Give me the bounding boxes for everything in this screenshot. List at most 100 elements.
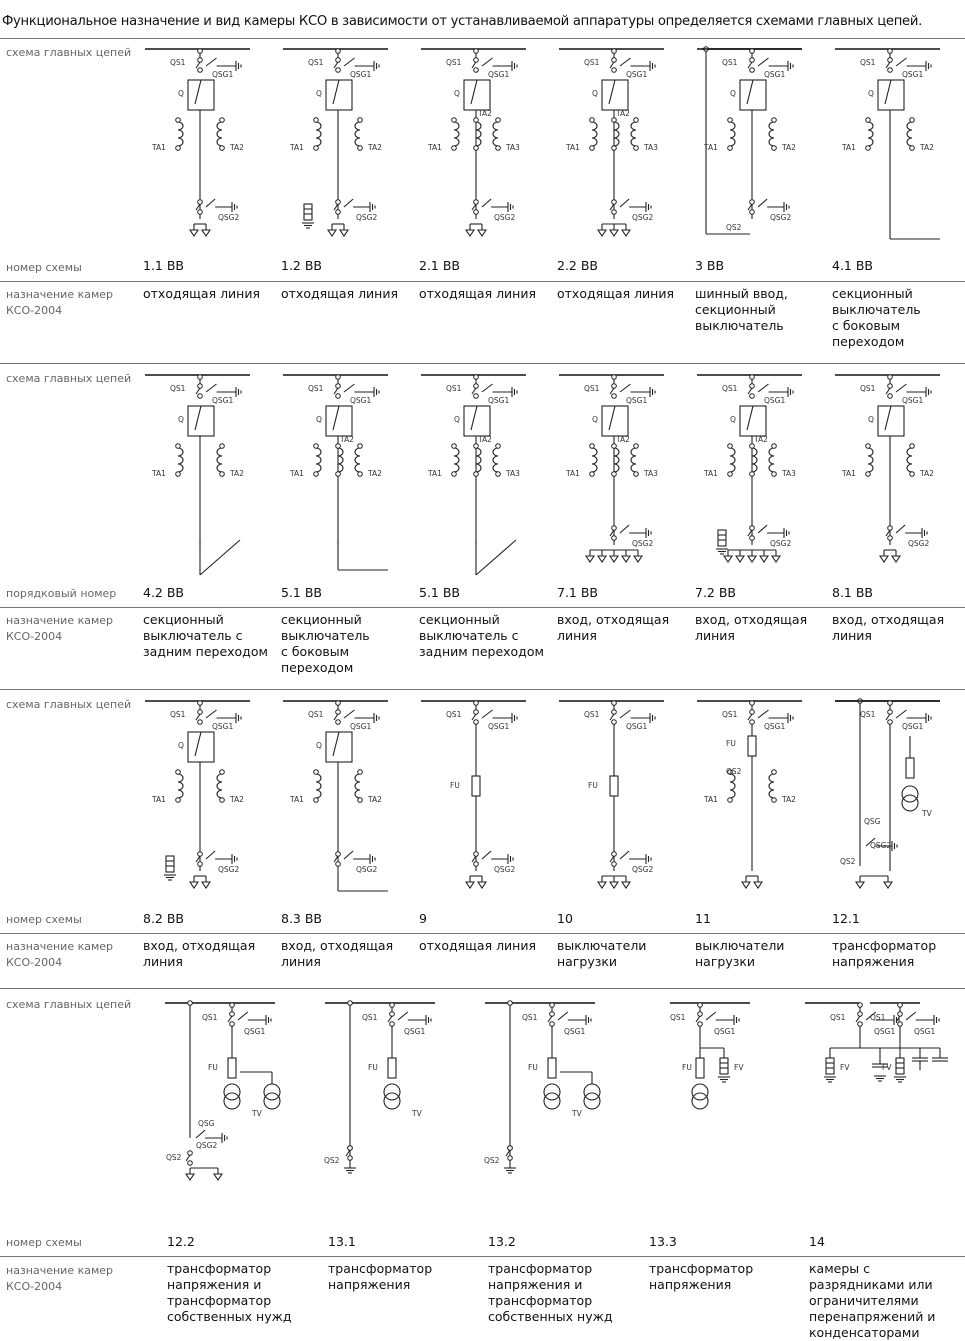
terminal (633, 145, 639, 151)
terminal (313, 145, 319, 151)
disconnector (885, 61, 891, 69)
terminal (229, 1021, 235, 1027)
label-qs2: QS2 (726, 767, 742, 776)
cable-icon (476, 881, 488, 889)
earthing-switch (205, 709, 217, 719)
terminal (219, 471, 225, 477)
circuit-breaker-contact (194, 405, 202, 431)
voltage-transformer-icon (691, 1092, 709, 1110)
terminal (611, 851, 617, 857)
terminal (589, 145, 595, 151)
label-qs1: QS1 (722, 384, 738, 393)
scheme-purpose: выключатели нагрузки (695, 938, 785, 969)
label-ta2: TA2 (781, 143, 796, 152)
cable-icon (608, 555, 620, 563)
disconnector (885, 387, 891, 395)
cable-icon (722, 555, 734, 563)
current-transformer-coil (475, 121, 482, 147)
terminal (771, 443, 777, 449)
terminal (727, 443, 733, 449)
label-ta2: TA2 (477, 435, 492, 444)
terminal (611, 719, 617, 725)
terminal (451, 117, 457, 123)
cable-icon (184, 1173, 196, 1181)
earthing-switch (343, 198, 354, 208)
disconnector (195, 387, 201, 395)
terminal (749, 709, 755, 715)
label-ta1: TA1 (565, 469, 580, 478)
earthing-switch (895, 709, 907, 719)
scheme-number: 1.2 ВВ (281, 258, 323, 273)
disconnector (333, 855, 339, 863)
label-qs2: QS2 (484, 1156, 500, 1165)
terminal (749, 719, 755, 725)
earthing-switch (757, 383, 769, 393)
circuit-breaker-box (601, 79, 629, 111)
earthing-switch (905, 1011, 917, 1021)
wire-transition (475, 539, 517, 576)
label-q: Q (454, 415, 460, 424)
terminal (611, 393, 617, 399)
cable-icon (188, 881, 200, 889)
earthing-switch (895, 524, 906, 534)
label-qsg1: QSG1 (244, 1027, 265, 1036)
scheme-number: 3 ВВ (695, 258, 725, 273)
arrester-icon (717, 529, 727, 547)
label-fu: FU (450, 781, 460, 790)
label-qsg1: QSG1 (902, 70, 923, 79)
disconnector (885, 713, 891, 721)
label-qsg1: QSG1 (626, 722, 647, 731)
terminal (335, 851, 341, 857)
scheme-purpose: трансформатор напряжения и трансформатор… (488, 1261, 613, 1324)
earthing-switch (481, 709, 493, 719)
terminal (865, 145, 871, 151)
circuit-breaker-box (187, 405, 215, 437)
earthing-switch (195, 1129, 206, 1139)
row-purpose-label: назначение камер КСО-2004 (6, 940, 114, 969)
terminal (549, 1021, 555, 1027)
terminal (611, 199, 617, 205)
terminal (197, 700, 203, 706)
label-tv: TV (251, 1109, 263, 1118)
terminal (495, 145, 501, 151)
label-q: Q (178, 89, 184, 98)
label-qs1: QS1 (870, 1013, 886, 1022)
scheme-number: 5.1 ВВ (281, 585, 323, 600)
label-fu: FU (588, 781, 598, 790)
label-qsg2: QSG2 (356, 213, 377, 222)
terminal (335, 700, 341, 706)
row-purpose-label: назначение камер КСО-2004 (6, 288, 114, 317)
terminal (749, 67, 755, 73)
earthing-switch (619, 383, 631, 393)
label-ta1: TA1 (289, 143, 304, 152)
scheme-number: 9 (419, 911, 427, 926)
terminal (611, 57, 617, 63)
circuit-breaker-box (325, 79, 353, 111)
label-ta2: TA2 (367, 795, 382, 804)
terminal (451, 471, 457, 477)
terminal (611, 471, 617, 477)
disconnector (747, 529, 753, 537)
terminal (175, 443, 181, 449)
terminal (749, 48, 755, 54)
terminal (727, 797, 733, 803)
terminal (335, 719, 341, 725)
disconnector (609, 61, 615, 69)
circuit-breaker-box (463, 405, 491, 437)
terminal (473, 209, 479, 215)
terminal (197, 851, 203, 857)
terminal (197, 199, 203, 205)
disconnector (471, 713, 477, 721)
scheme-purpose: трансформатор напряжения (328, 1261, 433, 1292)
terminal (697, 1011, 703, 1017)
label-qs1: QS1 (446, 58, 462, 67)
label-q: Q (868, 89, 874, 98)
disconnector (195, 713, 201, 721)
scheme-purpose: отходящая линия (281, 286, 398, 301)
divider (0, 933, 965, 934)
row-number-label: порядковый номер (6, 587, 117, 600)
current-transformer-coil (729, 121, 736, 147)
scheme-number: 8.3 ВВ (281, 911, 323, 926)
current-transformer-coil (216, 447, 223, 473)
terminal (473, 393, 479, 399)
